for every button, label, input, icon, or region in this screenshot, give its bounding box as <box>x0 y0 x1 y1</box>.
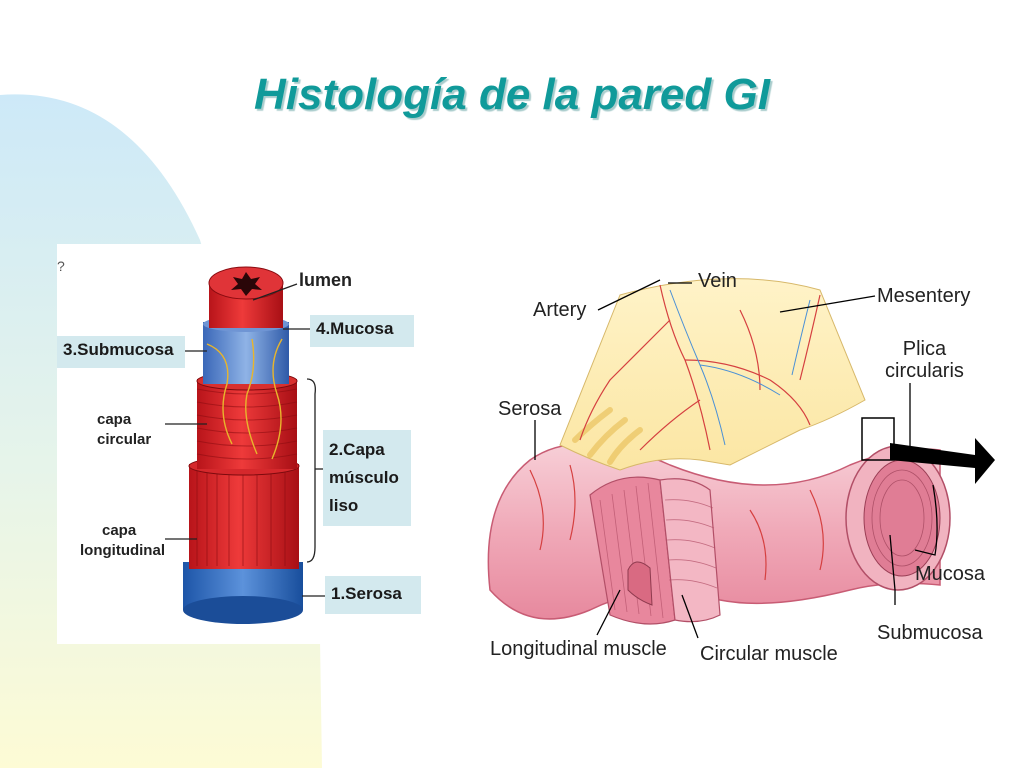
lumen-opening <box>231 272 262 296</box>
direction-arrow <box>890 438 995 484</box>
slide-title: Histología de la pared GI <box>254 70 770 119</box>
label-mucosa: 4.Mucosa <box>310 315 414 347</box>
label-serosa: 1.Serosa <box>325 576 421 614</box>
label-vein: Vein <box>698 270 737 292</box>
label-circular-muscle: Circular muscle <box>700 643 838 665</box>
corner-mark: ? <box>57 258 65 274</box>
plica-highlight-box <box>861 417 895 461</box>
label-capa-musculo-liso: 2.Capa músculo liso <box>323 430 411 526</box>
longitudinal-muscle-layer <box>189 464 299 569</box>
label-longitudinal-muscle: Longitudinal muscle <box>490 638 667 660</box>
label-submucosa-right: Submucosa <box>877 622 983 644</box>
submucosa-layer <box>203 322 289 384</box>
small-intestine-illustration <box>487 278 995 639</box>
mesentery <box>559 278 866 471</box>
label-lumen: lumen <box>299 270 353 290</box>
label-capa-longitudinal: capa longitudinal <box>80 522 165 559</box>
circular-muscle-segment <box>659 478 721 623</box>
small-intestine-diagram: Vein Artery Mesentery Plica circularis S… <box>470 250 1010 680</box>
label-submucosa: 3.Submucosa <box>57 336 185 368</box>
blood-vessels <box>529 284 824 581</box>
gi-wall-layers-diagram: ? lumen 4.Mucosa 3.Submucosa capa circul… <box>57 244 427 644</box>
label-capa-circular: capa circular <box>97 411 152 448</box>
label-artery: Artery <box>533 299 587 321</box>
label-serosa-right: Serosa <box>498 398 562 420</box>
label-mesentery: Mesentery <box>877 285 971 307</box>
intestinal-tube-illustration <box>165 266 325 624</box>
label-plica-circularis: Plica circularis <box>885 338 964 382</box>
label-mucosa-right: Mucosa <box>915 563 986 585</box>
